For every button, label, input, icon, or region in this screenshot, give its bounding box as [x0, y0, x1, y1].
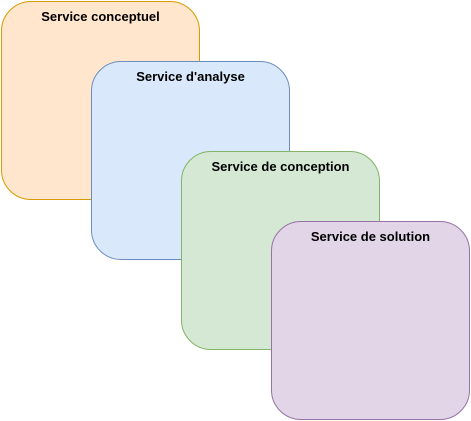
- service-conceptuel-label: Service conceptuel: [41, 9, 160, 24]
- service-conception-label: Service de conception: [211, 159, 350, 174]
- service-solution-label: Service de solution: [310, 229, 431, 244]
- service-solution-box[interactable]: Service de solution: [271, 221, 470, 420]
- service-analyse-label: Service d'analyse: [136, 69, 245, 84]
